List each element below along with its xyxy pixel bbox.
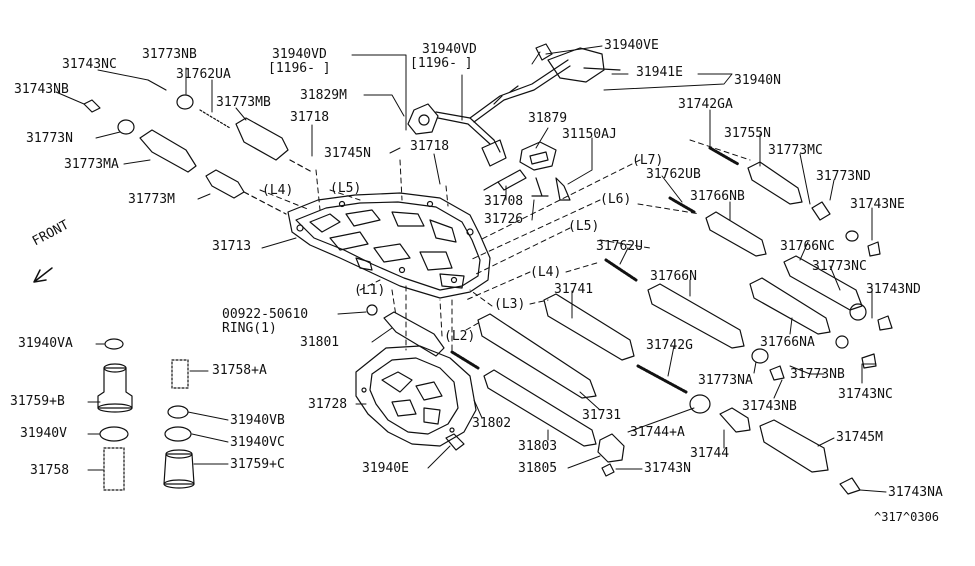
part-label: 31773N [26, 131, 73, 146]
part-label: 31742G [646, 338, 693, 353]
part-label: 31726 [484, 212, 524, 227]
part-label: 31940N [734, 73, 781, 88]
part-label: 31743ND [866, 282, 921, 297]
part-label: 31745N [324, 146, 371, 161]
part-label: 31743N [644, 461, 691, 476]
part-label: 31773NA [698, 373, 753, 388]
part-label: 31150AJ [562, 127, 617, 142]
part-label: 31708 [484, 194, 524, 209]
bore-label: (L4) [262, 183, 294, 198]
part-label: 31879 [528, 111, 568, 126]
part-label: 31762U [596, 239, 643, 254]
bore-label: (L6) [600, 192, 632, 207]
part-label: 31773NC [812, 259, 867, 274]
part-label: 31743NC [62, 57, 117, 72]
part-label: 31718 [410, 139, 450, 154]
part-label: 31713 [212, 239, 252, 254]
upper-right-valves [604, 146, 893, 349]
bore-label: (L1) [354, 283, 386, 298]
part-label: 31941E [636, 65, 683, 80]
upper-left-valves [83, 79, 313, 215]
part-label: 31744 [690, 446, 730, 461]
part-label: 31766NB [690, 189, 745, 204]
part-label: 31940E [362, 461, 409, 476]
part-label: 31759+C [230, 457, 285, 472]
part-label: 31718 [290, 110, 330, 125]
part-label: [1196- ] [268, 61, 331, 76]
part-label: 31731 [582, 408, 622, 423]
part-label: 31755N [724, 126, 771, 141]
valve-body-drawing [287, 192, 491, 299]
bore-label: (L5) [568, 219, 600, 234]
bore-label: (L5) [330, 181, 362, 196]
part-label: 31940V [20, 426, 67, 441]
part-label: 31766NC [780, 239, 835, 254]
part-label: RING(1) [222, 321, 277, 336]
part-label: 31940VD [272, 47, 327, 62]
part-label: 31743NB [742, 399, 797, 414]
part-label: 31773NB [790, 367, 845, 382]
part-label: 31802 [472, 416, 512, 431]
bore-label: (L7) [632, 153, 664, 168]
part-label: 31940VC [230, 435, 285, 450]
solenoid-harness-drawing [407, 43, 621, 167]
part-label: [1196- ] [410, 56, 473, 71]
accumulator-parts [97, 338, 195, 491]
leader-lines [55, 45, 887, 493]
part-label: 31940VE [604, 38, 659, 53]
bore-label: (L4) [530, 265, 562, 280]
part-label: 31743NE [850, 197, 905, 212]
part-label: 31803 [518, 439, 558, 454]
part-label: 00922-50610 [222, 307, 309, 322]
bore-label: (L2) [444, 329, 476, 344]
part-label: 31829M [300, 88, 347, 103]
part-label: 31773MA [64, 157, 119, 172]
part-label: 31773MB [216, 95, 271, 110]
part-label: 31762UA [176, 67, 231, 82]
part-label: 31773ND [816, 169, 871, 184]
part-label: 31758 [30, 463, 70, 478]
part-label: 31728 [308, 397, 348, 412]
part-label: 31940VB [230, 413, 285, 428]
part-label: 31745M [836, 430, 883, 445]
part-label: 31743NC [838, 387, 893, 402]
separator-plate-drawing [355, 345, 477, 447]
bore-label: (L3) [494, 297, 526, 312]
front-arrow [33, 267, 53, 283]
part-label: 31940VD [422, 42, 477, 57]
part-label: 31773M [128, 192, 175, 207]
part-label: 31766N [650, 269, 697, 284]
part-label: 31758+A [212, 363, 267, 378]
part-label: 31766NA [760, 335, 815, 350]
part-label: 31940VA [18, 336, 73, 351]
bore-guide-lines [259, 139, 751, 351]
part-label: 31743NA [888, 485, 943, 500]
solenoid-drawing [483, 141, 571, 201]
part-label: 31741 [554, 282, 594, 297]
part-label: 31742GA [678, 97, 733, 112]
part-label: 31801 [300, 335, 340, 350]
catalog-code: ^317^0306 [874, 510, 940, 524]
part-label: 31805 [518, 461, 558, 476]
lower-valves [366, 293, 877, 495]
part-label: 31743NB [14, 82, 69, 97]
part-label: 31773MC [768, 143, 823, 158]
part-label: 31744+A [630, 425, 685, 440]
part-label: 31759+B [10, 394, 65, 409]
part-label: 31773NB [142, 47, 197, 62]
part-label: 31762UB [646, 167, 701, 182]
